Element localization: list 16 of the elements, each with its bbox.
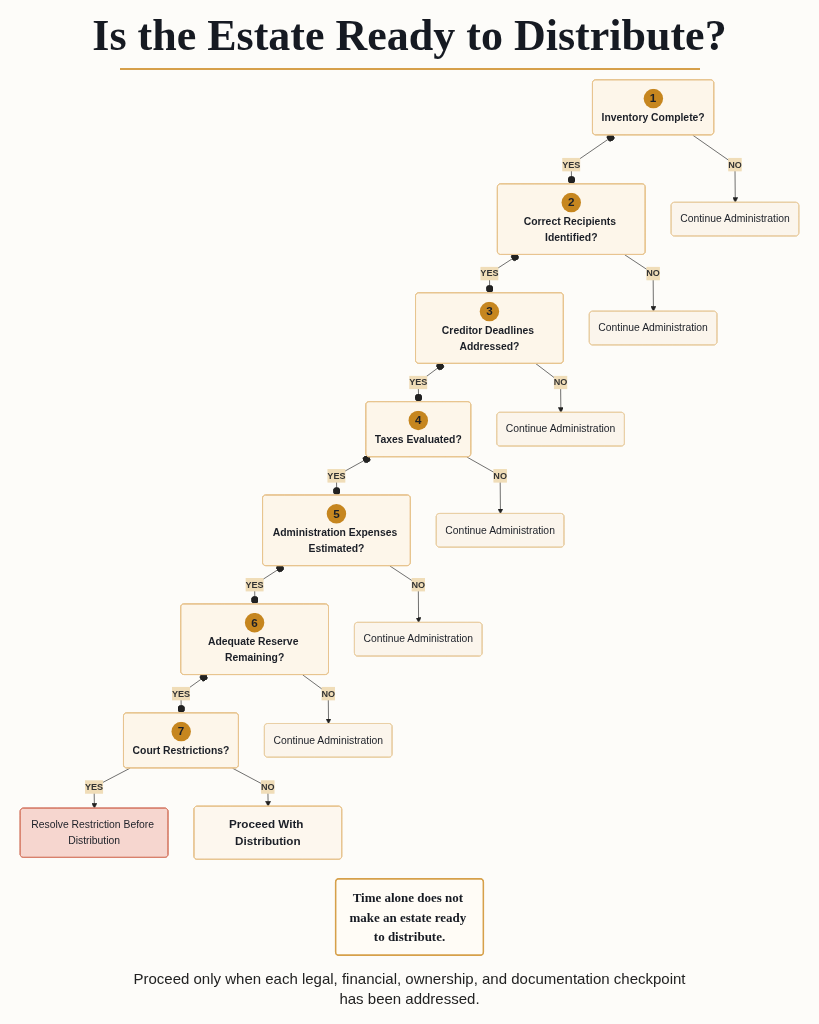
edge-label: NO (646, 267, 660, 278)
edge-label: NO (728, 158, 742, 170)
edge-label: YES (85, 781, 104, 792)
edge-label: YES (409, 376, 428, 387)
title: Is the Estate Ready to Distribute? (92, 12, 727, 60)
edge-label: NO (261, 781, 275, 792)
edge-label: NO (553, 376, 568, 387)
edge-label: YES (245, 578, 264, 590)
caption: Proceed only when each legal, financial, ownership, and documentation checkpoint has been addressed. (132, 968, 687, 1009)
edge-label: YES (562, 158, 581, 170)
edge-label: NO (411, 578, 426, 590)
edge-label: YES (171, 687, 191, 699)
edge-label: NO (321, 687, 336, 699)
edge-label: NO (493, 469, 507, 481)
edge-label: YES (327, 469, 346, 481)
edge-label: YES (480, 267, 499, 278)
